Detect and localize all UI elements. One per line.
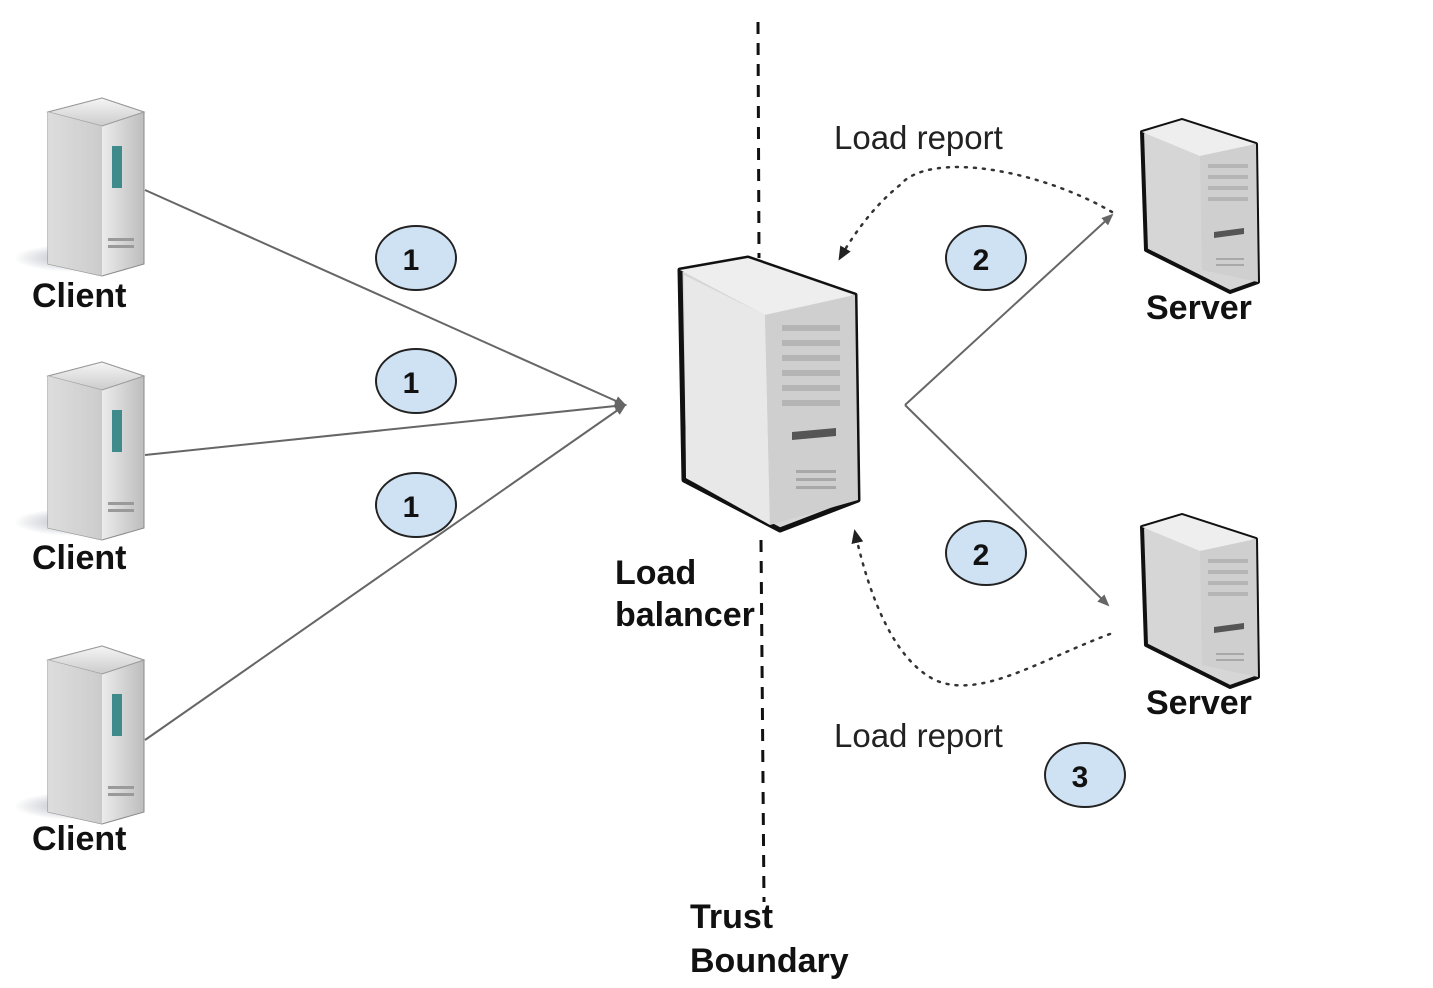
step-badge-1b: 1 — [375, 348, 457, 414]
step-badge-2a: 2 — [945, 225, 1027, 291]
step-number: 1 — [403, 244, 420, 277]
step-number: 1 — [403, 367, 420, 400]
client-tower-icon — [14, 645, 146, 825]
client-tower-icon — [14, 361, 146, 541]
load-balancer-server-icon — [677, 255, 861, 533]
lb-to-server-1-arrow — [904, 213, 1114, 406]
server-label: Server — [1146, 684, 1252, 722]
step-number: 2 — [973, 539, 990, 572]
trust-boundary-line-bottom — [759, 539, 766, 903]
load-report-label: Load report — [834, 717, 1003, 754]
server-tower-icon — [1140, 118, 1260, 294]
step-badge-3: 3 — [1044, 742, 1126, 808]
lb-to-server-2-arrow — [904, 404, 1110, 607]
client-label: Client — [32, 277, 126, 315]
load-report-label: Load report — [834, 119, 1003, 156]
load-balancer-label-line2: balancer — [615, 596, 755, 634]
step-number: 3 — [1072, 761, 1089, 794]
trust-boundary-label-line1: Trust — [690, 898, 773, 936]
step-badge-1a: 1 — [375, 225, 457, 291]
client-3-arrow — [144, 403, 627, 741]
trust-boundary-line-top — [756, 21, 761, 259]
client-1-arrow — [144, 189, 627, 406]
client-label: Client — [32, 820, 126, 858]
client-label: Client — [32, 539, 126, 577]
load-report-1-arrow — [838, 165, 1114, 261]
server-label: Server — [1146, 289, 1252, 327]
step-number: 2 — [973, 244, 990, 277]
client-2-arrow — [144, 401, 627, 456]
load-balancer-label-line1: Load — [615, 554, 696, 592]
step-badge-1c: 1 — [375, 472, 457, 538]
step-badge-2b: 2 — [945, 520, 1027, 586]
server-tower-icon — [1140, 513, 1260, 689]
client-tower-icon — [14, 97, 146, 277]
load-report-2-arrow — [851, 529, 1112, 687]
step-number: 1 — [403, 491, 420, 524]
trust-boundary-label-line2: Boundary — [690, 942, 849, 980]
